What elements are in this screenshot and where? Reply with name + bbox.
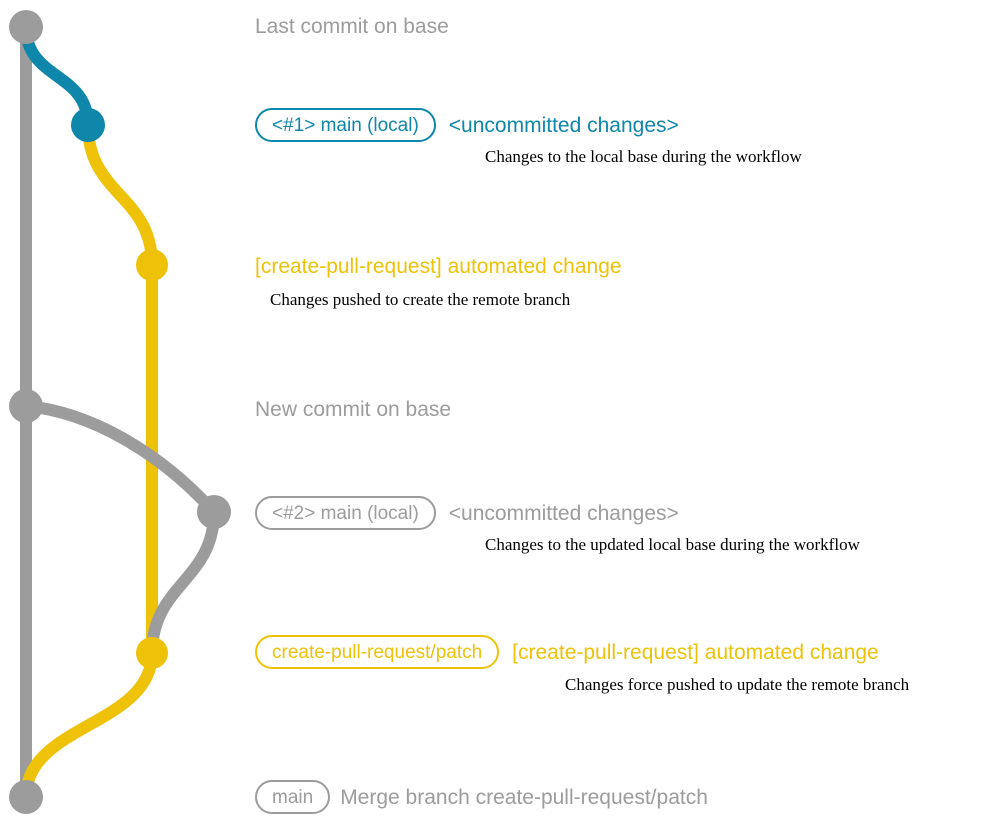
commit-graph-svg xyxy=(9,10,231,814)
label-new-commit-on-base: New commit on base xyxy=(255,398,452,421)
edge-base-to-local-main-1 xyxy=(20,21,94,131)
edge-local-main-1-to-patch-1 xyxy=(82,119,158,271)
commit-node-patch-commit-2[interactable] xyxy=(136,637,168,669)
commit-description-local-main-1: Changes to the local base during the wor… xyxy=(485,147,802,166)
commit-node-local-main-2[interactable] xyxy=(197,495,231,529)
commit-message-patch-commit-2: [create-pull-request] automated change xyxy=(512,640,879,664)
branch-pill-main[interactable]: main xyxy=(255,780,331,814)
branch-pill-create-pull-request-patch[interactable]: create-pull-request/patch xyxy=(255,635,500,669)
branch-pill-local-main-1[interactable]: <#1> main (local) xyxy=(255,108,436,142)
commit-node-base-last-commit[interactable] xyxy=(9,10,43,44)
edge-local-main-2-to-patch-2 xyxy=(146,506,220,659)
edge-patch-2-to-merge xyxy=(20,647,158,803)
commit-description-local-main-2: Changes to the updated local base during… xyxy=(485,535,860,554)
commit-message-local-main-2: <uncommitted changes> xyxy=(448,501,679,525)
commit-node-local-main-1[interactable] xyxy=(71,108,105,142)
entry-local-main-1: <#1> main (local) <uncommitted changes> xyxy=(255,108,679,142)
commit-description-patch-commit-1: Changes pushed to create the remote bran… xyxy=(270,290,571,309)
commit-node-patch-commit-1[interactable] xyxy=(136,249,168,281)
edge-base-to-local-main-2 xyxy=(20,400,220,518)
entry-patch-commit-2: create-pull-request/patch [create-pull-r… xyxy=(255,635,879,669)
commit-node-base-new-commit[interactable] xyxy=(9,389,43,423)
commit-message-local-main-1: <uncommitted changes> xyxy=(448,113,679,137)
entry-merge-commit: main Merge branch create-pull-request/pa… xyxy=(255,780,708,814)
entry-local-main-2: <#2> main (local) <uncommitted changes> xyxy=(255,496,679,530)
commit-message-patch-commit-1: [create-pull-request] automated change xyxy=(255,255,622,278)
label-last-commit-on-base: Last commit on base xyxy=(255,15,449,38)
commit-node-base-merge-commit[interactable] xyxy=(9,780,43,814)
commit-message-merge-commit: Merge branch create-pull-request/patch xyxy=(340,785,708,809)
commit-description-patch-commit-2: Changes force pushed to update the remot… xyxy=(565,675,910,694)
branch-pill-local-main-2[interactable]: <#2> main (local) xyxy=(255,496,436,530)
